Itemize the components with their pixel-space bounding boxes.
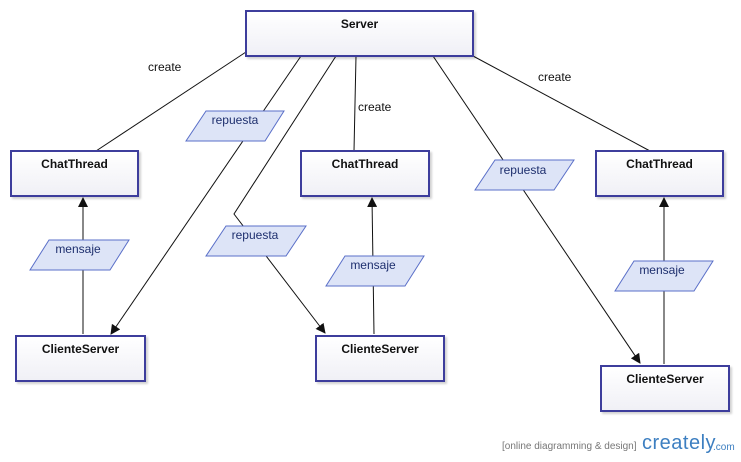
mensaje-shape-3 <box>614 260 714 292</box>
chatthread-node-1[interactable]: ChatThread <box>10 150 139 197</box>
create-link-2 <box>353 55 357 152</box>
mensaje-label-1: mensaje <box>55 242 101 256</box>
repuesta-shape-1 <box>185 110 285 142</box>
cliente-server-node-1[interactable]: ClienteServer <box>15 335 146 382</box>
create-label-3: create <box>538 70 572 84</box>
chatthread-node-2[interactable]: ChatThread <box>300 150 430 197</box>
repuesta-shape-2 <box>205 225 307 257</box>
server-node[interactable]: Server <box>245 10 474 57</box>
mensaje-shape-1 <box>29 239 130 271</box>
repuesta-label-2: repuesta <box>231 228 279 242</box>
chatthread-node-1-label: ChatThread <box>41 157 108 171</box>
watermark-tagline: [online diagramming & design] <box>502 441 637 452</box>
repuesta-label-3: repuesta <box>499 163 547 177</box>
server-node-label: Server <box>340 17 379 31</box>
cliente-server-node-2[interactable]: ClienteServer <box>315 335 445 382</box>
repuesta-arrow-1 <box>110 55 302 335</box>
repuesta-arrow-3 <box>432 55 641 364</box>
repuesta-shape-3 <box>474 159 575 191</box>
mensaje-shape-2 <box>325 255 425 287</box>
cliente-server-node-3-label: ClienteServer <box>626 372 704 386</box>
repuesta-label-1: repuesta <box>211 113 259 127</box>
create-label-1: create <box>148 60 182 74</box>
cliente-server-node-2-label: ClienteServer <box>341 342 419 356</box>
chatthread-node-2-label: ChatThread <box>331 157 399 171</box>
chatthread-node-3-label: ChatThread <box>626 157 693 171</box>
mensaje-label-3: mensaje <box>639 263 685 277</box>
create-label-2: create <box>358 100 392 114</box>
chatthread-node-3[interactable]: ChatThread <box>595 150 724 197</box>
cliente-server-node-1-label: ClienteServer <box>41 342 120 356</box>
mensaje-label-2: mensaje <box>350 258 396 272</box>
create-link-3 <box>472 55 651 152</box>
creately-logo: creately <box>642 432 717 454</box>
repuesta-arrow-2 <box>233 55 337 334</box>
create-link-1 <box>95 51 247 152</box>
creately-watermark: [online diagramming & design] creately .… <box>502 432 737 458</box>
cliente-server-node-3[interactable]: ClienteServer <box>600 365 730 412</box>
watermark-domain: .com <box>713 442 735 453</box>
